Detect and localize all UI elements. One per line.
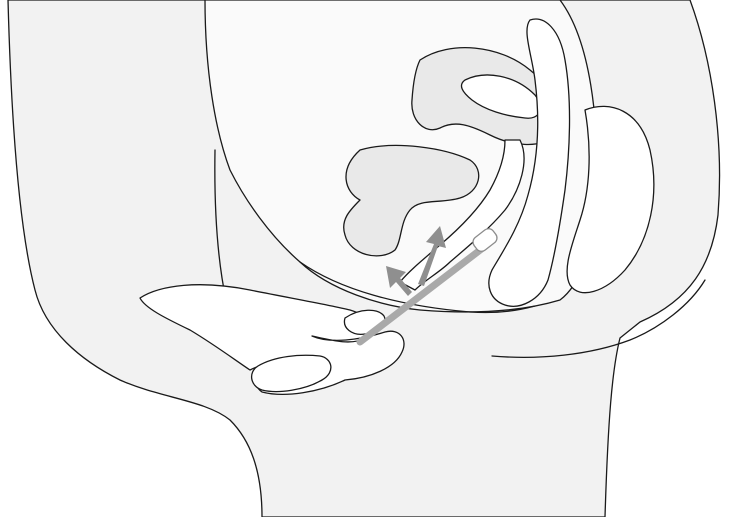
anatomical-diagram (0, 0, 734, 517)
diagram-canvas (0, 0, 734, 517)
